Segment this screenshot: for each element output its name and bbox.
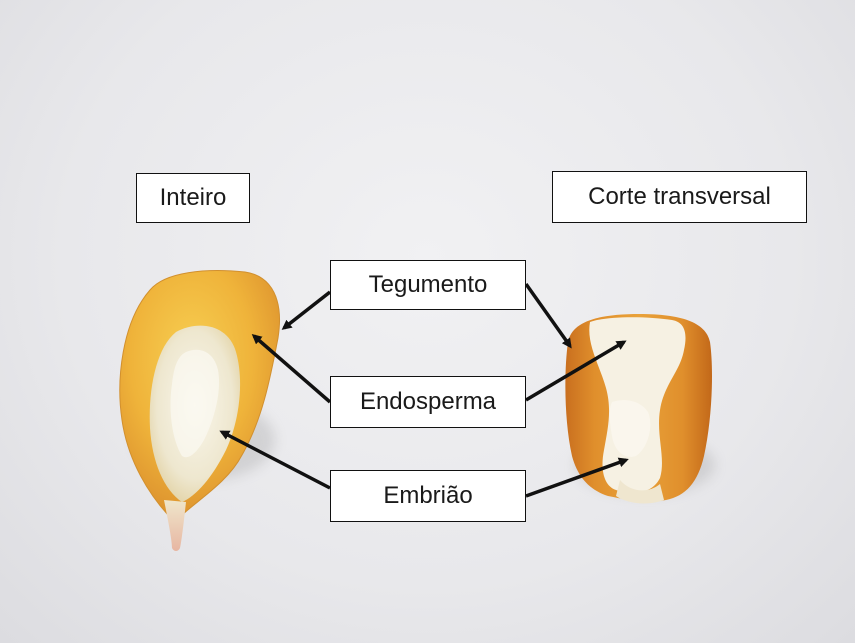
arrow-seed-coat-right xyxy=(526,284,570,346)
label-seed-coat: Tegumento xyxy=(330,260,526,310)
whole-kernel-image xyxy=(120,271,280,551)
label-embryo: Embrião xyxy=(330,470,526,522)
label-whole: Inteiro xyxy=(136,173,250,223)
arrow-seed-coat-left xyxy=(284,292,330,328)
label-cross-section: Corte transversal xyxy=(552,171,807,223)
label-endosperm: Endosperma xyxy=(330,376,526,428)
